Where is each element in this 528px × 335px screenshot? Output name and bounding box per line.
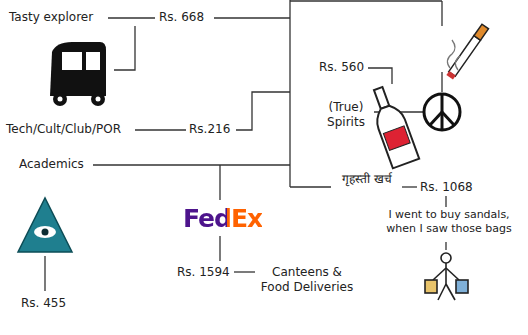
eye-pyramid: [18, 198, 72, 252]
amount: Rs. 668: [158, 10, 205, 25]
amount: Rs. 455: [20, 296, 67, 311]
logo-text: FedEx: [183, 203, 262, 234]
category-name: Tasty explorer: [8, 10, 94, 25]
auto-rickshaw: [50, 42, 106, 106]
amount: Rs. 1068: [419, 180, 474, 195]
note: I went to buy sandals, when I saw those …: [378, 208, 520, 236]
shopper-figure: [425, 253, 468, 300]
amount: Rs. 560: [318, 60, 365, 75]
amount: Rs. 1594: [176, 265, 231, 280]
leader-lines: [45, 0, 446, 291]
category-name: Tech/Cult/Club/POR: [5, 122, 122, 137]
category-name: गृहस्ती खर्च: [333, 172, 401, 187]
category-name: Canteens & Food Deliveries: [256, 265, 358, 295]
category-name: Academics: [18, 157, 85, 172]
cigarette: [446, 24, 488, 79]
amount: Rs.216: [188, 122, 231, 137]
category-name: (True) Spirits: [318, 100, 374, 130]
peace-symbol: [424, 94, 460, 130]
